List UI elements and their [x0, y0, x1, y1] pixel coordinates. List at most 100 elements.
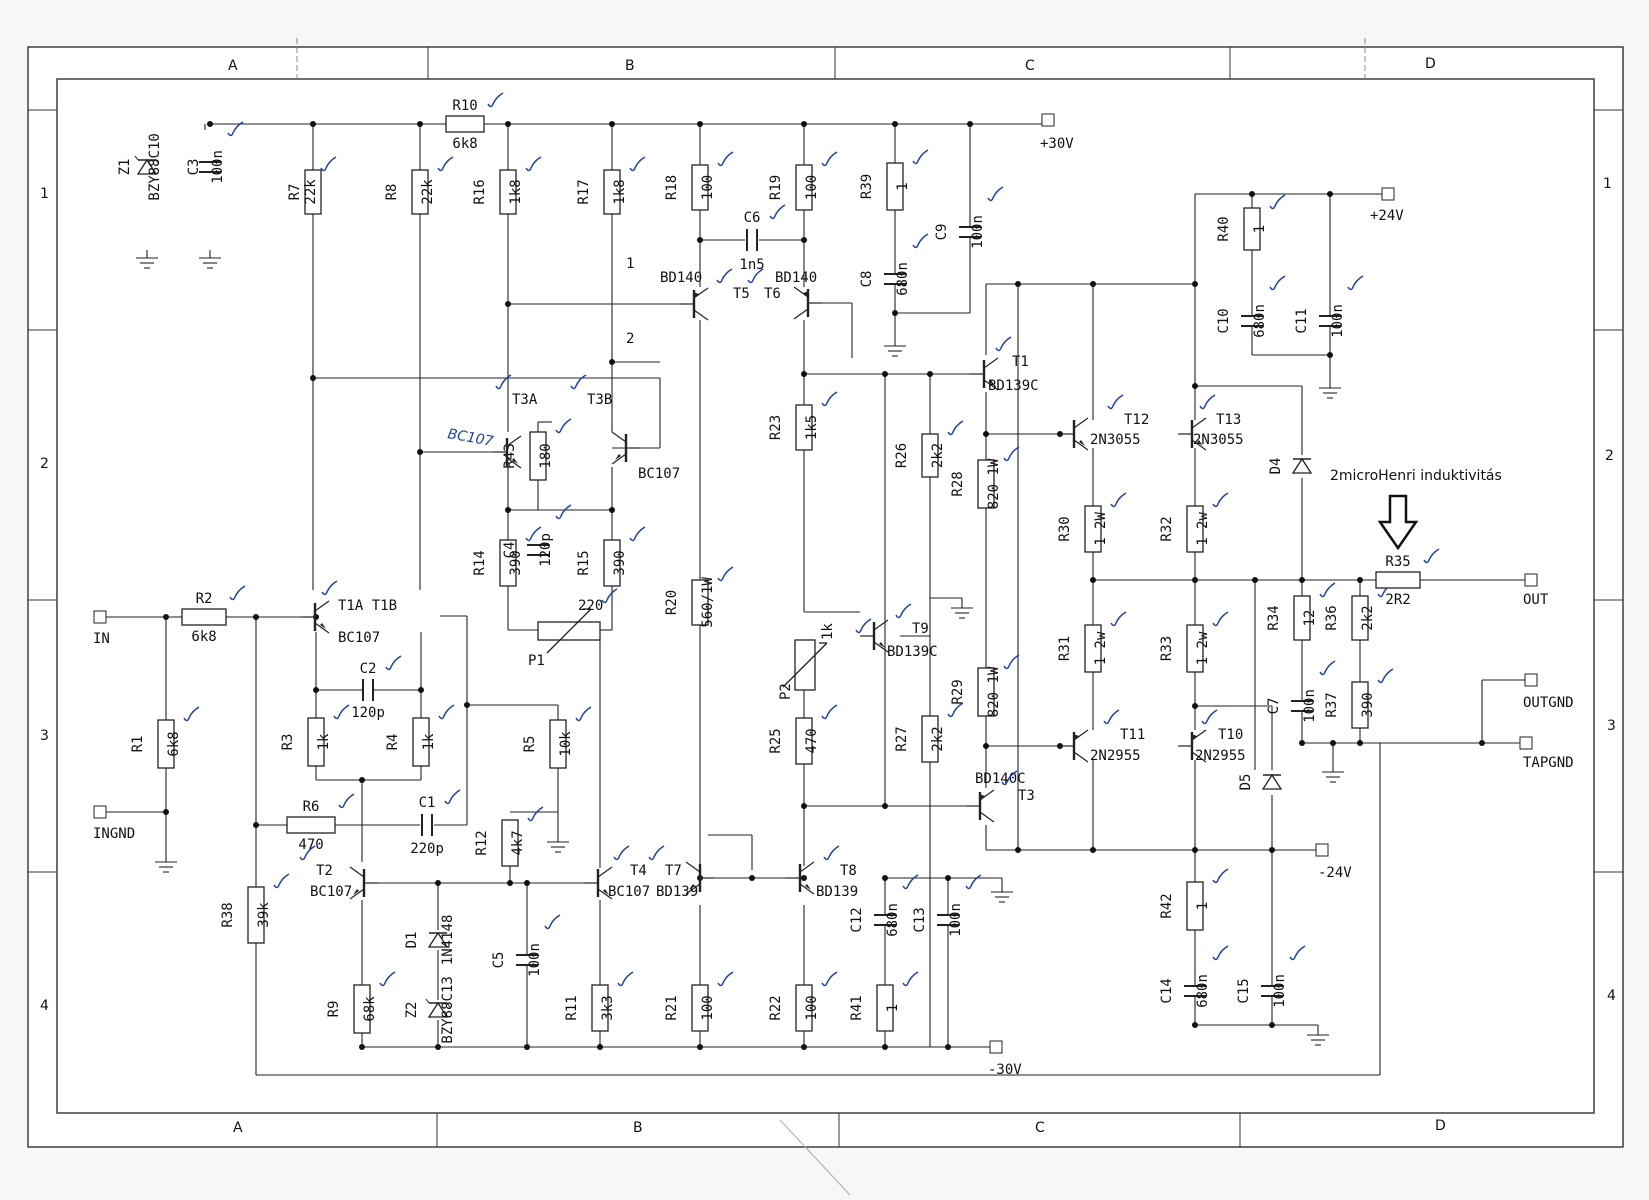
check-mark-icon [1269, 275, 1286, 291]
ref-label: T1A T1B [338, 598, 397, 614]
ref-label: R6 [303, 799, 320, 815]
ground-z1 [136, 250, 158, 269]
check-mark-icon [629, 156, 646, 172]
ref-label: R35 [1385, 554, 1410, 570]
value-label: 1 [885, 1004, 901, 1012]
value-label: BC107 [338, 630, 380, 646]
value-label: BD140 [775, 270, 817, 286]
ref-label: R37 [1324, 692, 1340, 717]
col-label-a-top: A [228, 58, 238, 74]
ref-label: C12 [849, 907, 865, 932]
ref-label: R2 [196, 591, 213, 607]
value-label: 220p [410, 841, 444, 857]
port-plus24v [1381, 187, 1395, 201]
value-label: 560/1W [700, 577, 716, 628]
value-label: 2k2 [930, 443, 946, 468]
value-label: 1 2w [1195, 512, 1211, 546]
check-mark-icon [821, 704, 838, 720]
port-ingnd-label: INGND [93, 826, 135, 842]
check-mark-icon [1269, 194, 1286, 210]
ref-label: R14 [472, 550, 488, 575]
ref-label: C7 [1266, 698, 1282, 715]
value-label: 6k8 [166, 731, 182, 756]
ref-label: R40 [1216, 216, 1232, 241]
check-mark-icon [1212, 868, 1229, 884]
transistor-t1a-t1b: T1A T1B BC107 [301, 580, 397, 646]
check-mark-icon [575, 706, 592, 722]
value-label: 1 [895, 182, 911, 190]
resistor-r26: R26 2k2 [894, 420, 964, 478]
row-label-2-right: 2 [1605, 448, 1614, 464]
check-mark-icon [320, 156, 337, 172]
check-mark-icon [495, 374, 512, 390]
check-mark-icon [601, 588, 618, 604]
port-tapgnd [1519, 736, 1533, 750]
ref-label: T2 [316, 863, 333, 879]
value-label: 2R2 [1385, 592, 1410, 608]
value-label: BC107 [608, 884, 650, 900]
transistor-t3a: T3A [493, 374, 538, 469]
value-label: 120p [538, 533, 554, 567]
diode-d4: D4 [1268, 458, 1313, 474]
check-mark-icon [1003, 654, 1020, 670]
value-label: 2N2955 [1090, 748, 1141, 764]
value-label: 1 [1252, 225, 1268, 233]
value-label: 1N4148 [440, 915, 456, 966]
value-label: 1 2w [1195, 631, 1211, 665]
check-mark-icon [823, 845, 840, 861]
value-label: 1k [421, 733, 437, 750]
ref-label: R21 [664, 995, 680, 1020]
resistor-r21: R21 100 [664, 971, 734, 1032]
check-mark-icon [1212, 492, 1229, 508]
port-in-label: IN [93, 631, 110, 647]
check-mark-icon [438, 704, 455, 720]
ref-label: R26 [894, 443, 910, 468]
value-label: 820 1W [986, 458, 1002, 509]
value-label: 22k [420, 179, 436, 205]
ref-label: R39 [859, 174, 875, 199]
check-mark-icon [617, 971, 634, 987]
value-label: 100 [700, 995, 716, 1020]
value-label: 2N3055 [1090, 432, 1141, 448]
junction-dots [163, 121, 1485, 1050]
ref-label: R20 [664, 590, 680, 615]
port-minus30v-label: -30V [988, 1062, 1022, 1078]
ground-c13 [991, 878, 1013, 903]
check-mark-icon [555, 418, 572, 434]
col-label-a-bottom: A [233, 1120, 243, 1136]
check-mark-icon [717, 151, 734, 167]
resistor-r40: R40 1 [1216, 194, 1286, 251]
check-mark-icon [821, 971, 838, 987]
value-label: 680n [895, 262, 911, 296]
ref-label: C5 [491, 952, 507, 969]
ref-label: C11 [1294, 308, 1310, 333]
value-label: 120p [351, 705, 385, 721]
port-minus24v-label: -24V [1318, 865, 1352, 881]
handwritten-t3a-type: BC107 [446, 426, 494, 450]
check-mark-icon [1212, 611, 1229, 627]
ref-label: R18 [664, 175, 680, 200]
check-mark-icon [912, 149, 929, 165]
port-minus30v [989, 1040, 1003, 1054]
value-label: BD139C [988, 378, 1039, 394]
ground-t9 [951, 598, 973, 619]
ref-label: T9 [912, 621, 929, 637]
ref-label: R38 [220, 902, 236, 927]
